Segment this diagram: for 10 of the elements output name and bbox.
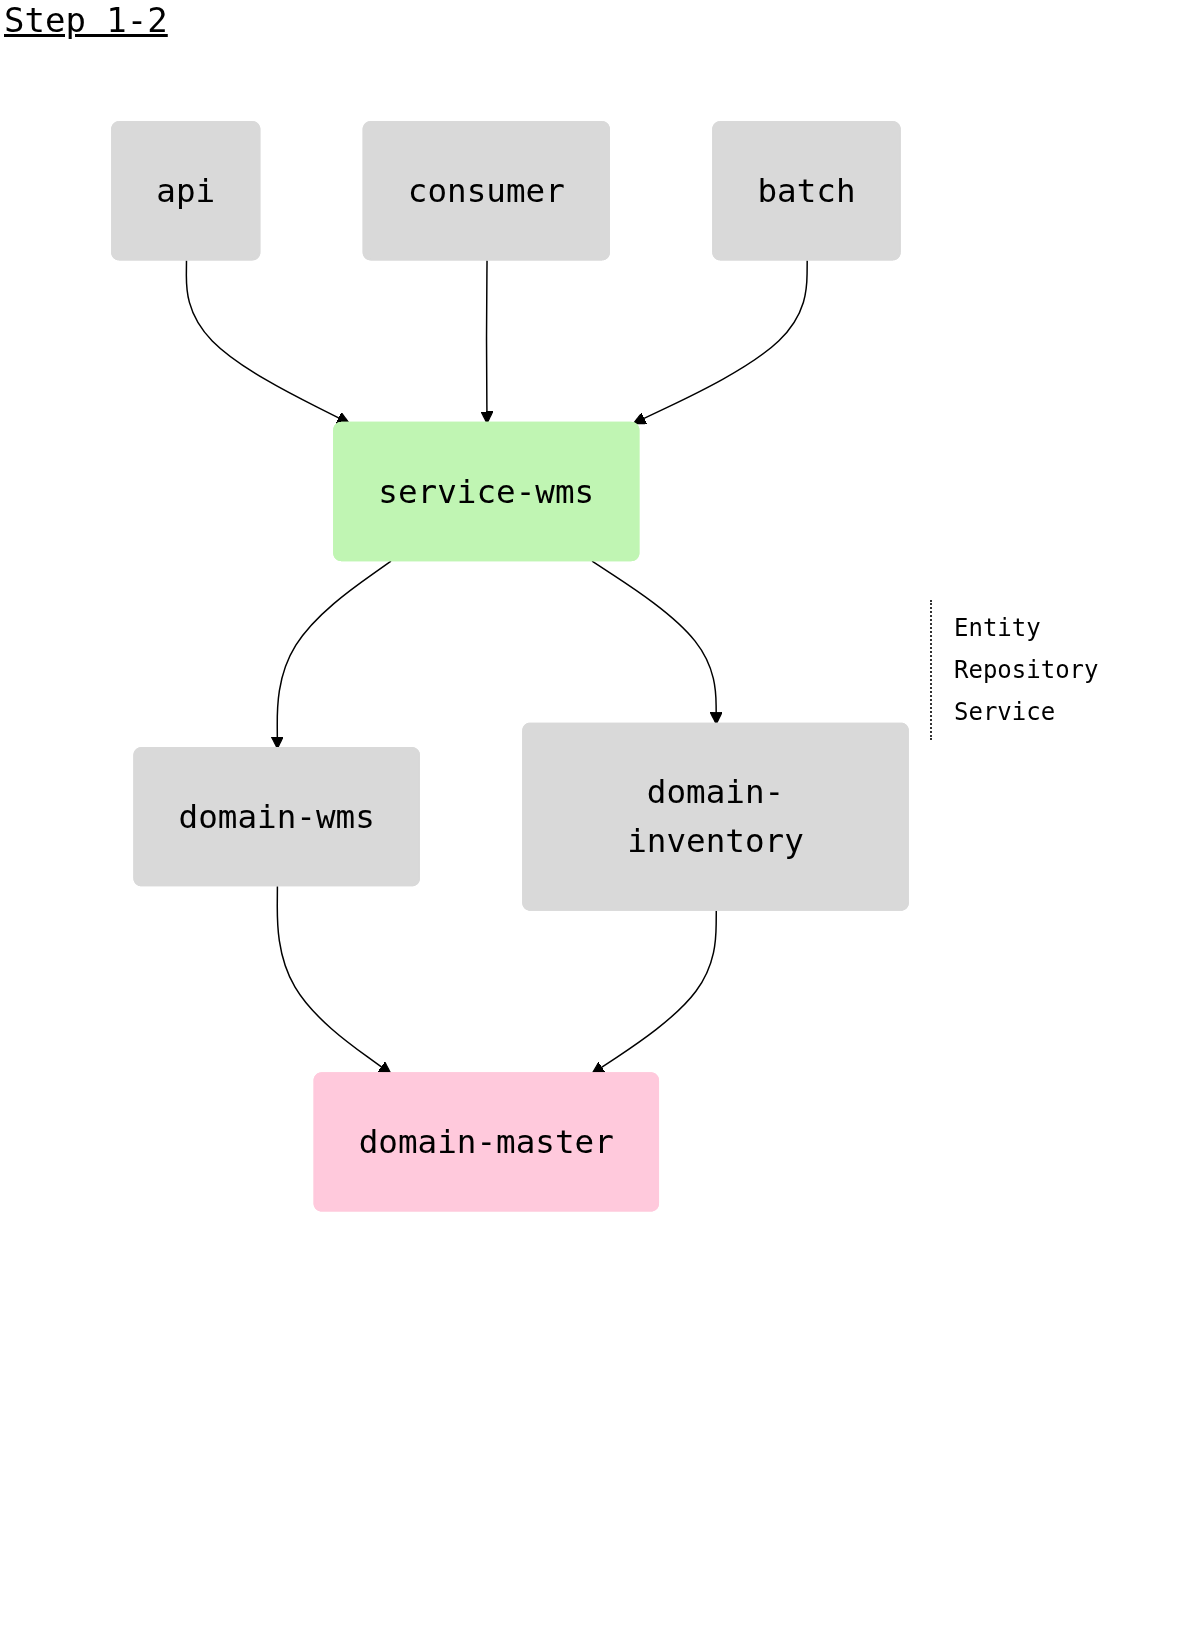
arrow [276, 885, 392, 1075]
arrow [591, 560, 723, 725]
arrow [591, 910, 718, 1075]
arrow [632, 259, 808, 425]
arrow [185, 259, 350, 424]
diagram-title: Step 1-2 [4, 0, 168, 40]
note-label: Repository [954, 656, 1099, 684]
note-label: Service [954, 698, 1057, 726]
note-label: Entity [954, 614, 1042, 642]
arrow [480, 259, 494, 424]
